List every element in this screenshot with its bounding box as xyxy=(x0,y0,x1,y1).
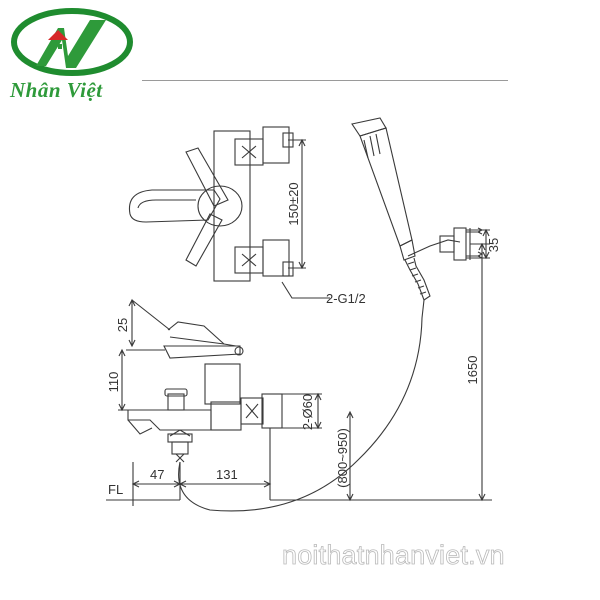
front-dimensions xyxy=(106,298,356,506)
body-height-label: 110 xyxy=(106,372,121,393)
nv-house-logo xyxy=(11,8,133,76)
spacing-dimension xyxy=(288,138,306,270)
shower-height-label: 1650 xyxy=(465,356,480,385)
brand-name: Nhân Việt xyxy=(10,78,103,102)
install-height-label: (800~950) xyxy=(335,428,350,488)
handle-angle-label: 25 xyxy=(115,318,130,332)
spout-offset-label: 47 xyxy=(150,467,164,482)
floor-label: FL xyxy=(108,482,123,497)
shower-height-dimension xyxy=(356,242,492,502)
faucet-top-view xyxy=(128,126,294,282)
faucet-front-view xyxy=(127,299,425,512)
header-rule xyxy=(142,80,508,81)
website-watermark: noithatnhanviet.vn xyxy=(282,540,505,571)
hand-shower xyxy=(351,117,431,301)
thread-label: 2-G1/2 xyxy=(326,291,366,306)
holder-dim-label: 35 xyxy=(486,238,501,252)
body-width-label: 131 xyxy=(216,467,238,482)
shower-holder xyxy=(407,227,490,261)
flange-label: 2-Ø60 xyxy=(300,394,315,430)
spacing-label: 150±20 xyxy=(286,182,301,225)
thread-leader xyxy=(281,281,330,299)
